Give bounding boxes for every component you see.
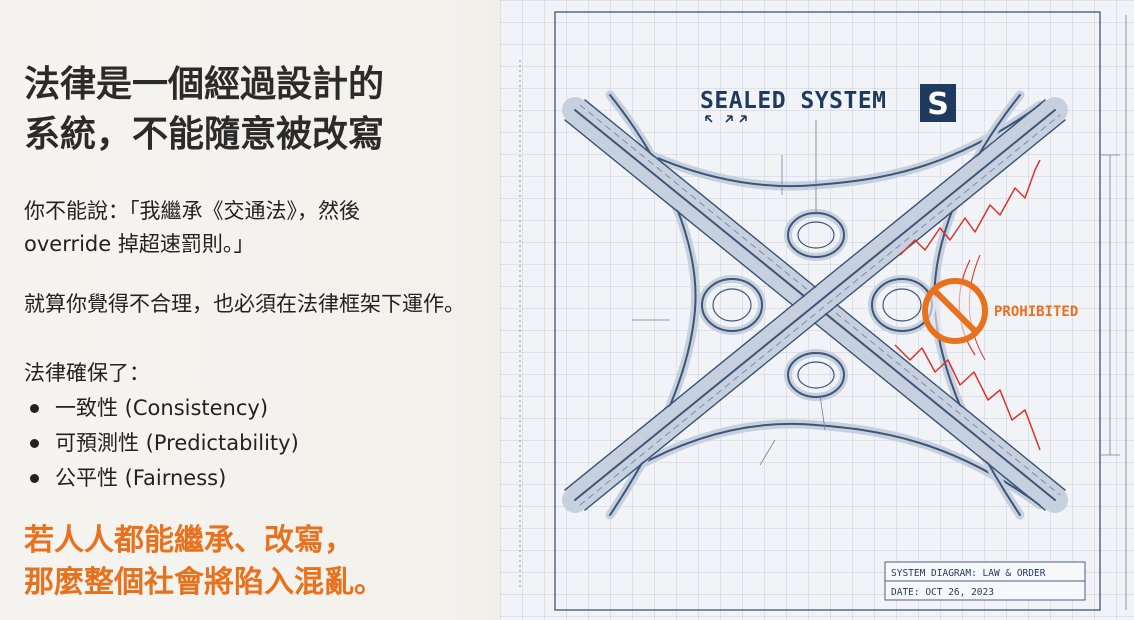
bullet-icon bbox=[30, 404, 39, 413]
title-line-1: 法律是一個經過設計的 bbox=[24, 64, 385, 105]
list-item: 一致性 (Consistency) bbox=[30, 391, 299, 426]
dimension-lines bbox=[519, 15, 1127, 610]
list-item-label: 公平性 (Fairness) bbox=[55, 466, 227, 490]
paragraph-inheritance: 你不能說：「我繼承《交通法》，然後 override 掉超速罰則。」 bbox=[24, 195, 360, 261]
paragraph-inheritance-line-1: 你不能說：「我繼承《交通法》，然後 bbox=[24, 199, 360, 223]
text-panel: 法律是一個經過設計的 系統，不能隨意被改寫 你不能說：「我繼承《交通法》，然後 … bbox=[0, 0, 560, 620]
guarantee-list: 一致性 (Consistency) 可預測性 (Predictability) … bbox=[30, 391, 299, 496]
title-line-2: 系統，不能隨意被改寫 bbox=[24, 114, 385, 155]
warning-callout: 若人人都能繼承、改寫， 那麼整個社會將陷入混亂。 bbox=[24, 520, 384, 604]
warning-line-2: 那麼整個社會將陷入混亂。 bbox=[24, 565, 384, 600]
diagram-heading: SEALED SYSTEM bbox=[700, 88, 887, 114]
bullet-icon bbox=[30, 474, 39, 483]
list-item-label: 一致性 (Consistency) bbox=[55, 396, 269, 420]
blueprint-panel: PROHIBITED SEALED SYSTEM S SYSTEM DIAGRA… bbox=[500, 0, 1134, 620]
list-item: 公平性 (Fairness) bbox=[30, 461, 299, 496]
warning-line-1: 若人人都能繼承、改寫， bbox=[24, 523, 354, 558]
title-block-line-1: SYSTEM DIAGRAM: LAW & ORDER bbox=[891, 568, 1046, 579]
page-title: 法律是一個經過設計的 系統，不能隨意被改寫 bbox=[24, 60, 384, 160]
expand-arrows-icon bbox=[705, 115, 747, 123]
list-item: 可預測性 (Predictability) bbox=[30, 426, 299, 461]
sealed-logo-letter: S bbox=[927, 87, 949, 122]
interchange-blueprint: PROHIBITED SEALED SYSTEM S SYSTEM DIAGRA… bbox=[519, 11, 1127, 611]
blueprint-frame bbox=[554, 11, 1101, 611]
paragraph-framework: 就算你覺得不合理，也必須在法律框架下運作。 bbox=[24, 288, 465, 321]
paragraph-framework-text: 就算你覺得不合理，也必須在法律框架下運作。 bbox=[24, 292, 465, 316]
prohibited-label: PROHIBITED bbox=[994, 304, 1078, 320]
paragraph-guarantees: 法律確保了： bbox=[24, 357, 150, 390]
bullet-icon bbox=[30, 439, 39, 448]
list-item-label: 可預測性 (Predictability) bbox=[55, 431, 299, 455]
title-block: SYSTEM DIAGRAM: LAW & ORDER DATE: OCT 26… bbox=[884, 561, 1086, 601]
sealed-logo: S bbox=[920, 84, 956, 122]
title-block-line-2: DATE: OCT 26, 2023 bbox=[891, 587, 994, 598]
prohibited-icon bbox=[922, 278, 988, 344]
main-highways bbox=[562, 97, 1068, 513]
paragraph-inheritance-line-2: override 掉超速罰則。」 bbox=[24, 232, 255, 256]
paragraph-guarantees-text: 法律確保了： bbox=[24, 361, 150, 385]
annotation-ticks bbox=[632, 120, 826, 466]
